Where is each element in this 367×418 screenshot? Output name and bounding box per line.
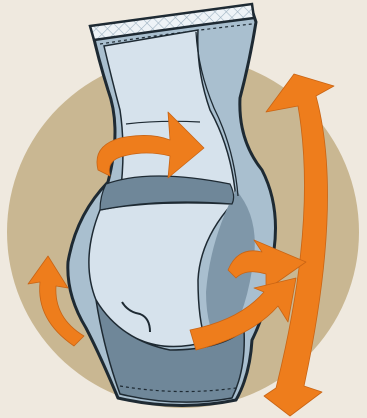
shapewear-graphic <box>0 0 367 418</box>
shapewear-illustration <box>0 0 367 418</box>
